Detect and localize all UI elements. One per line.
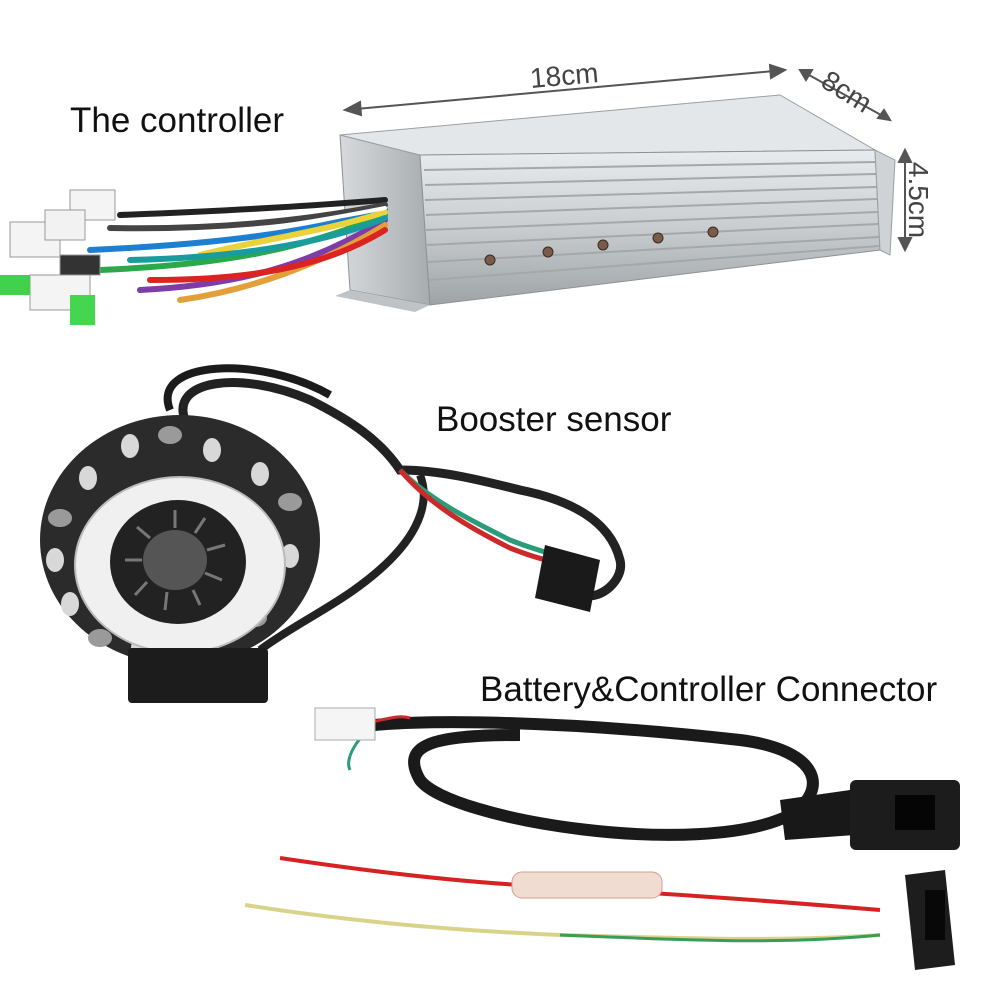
connector-label: Battery&Controller Connector — [480, 670, 938, 709]
height-dimension: 4.5cm — [903, 161, 935, 239]
controller-wires — [58, 197, 388, 303]
controller-connectors — [0, 189, 116, 325]
booster-sensor-label: Booster sensor — [436, 400, 672, 439]
socket-wires — [244, 856, 955, 970]
length-dimension: 18cm — [528, 57, 600, 94]
battery-controller-connector — [314, 707, 960, 850]
dimension-arrows — [342, 63, 913, 253]
booster-sensor — [40, 364, 626, 703]
controller-box — [335, 94, 896, 312]
controller-label: The controller — [70, 101, 284, 140]
